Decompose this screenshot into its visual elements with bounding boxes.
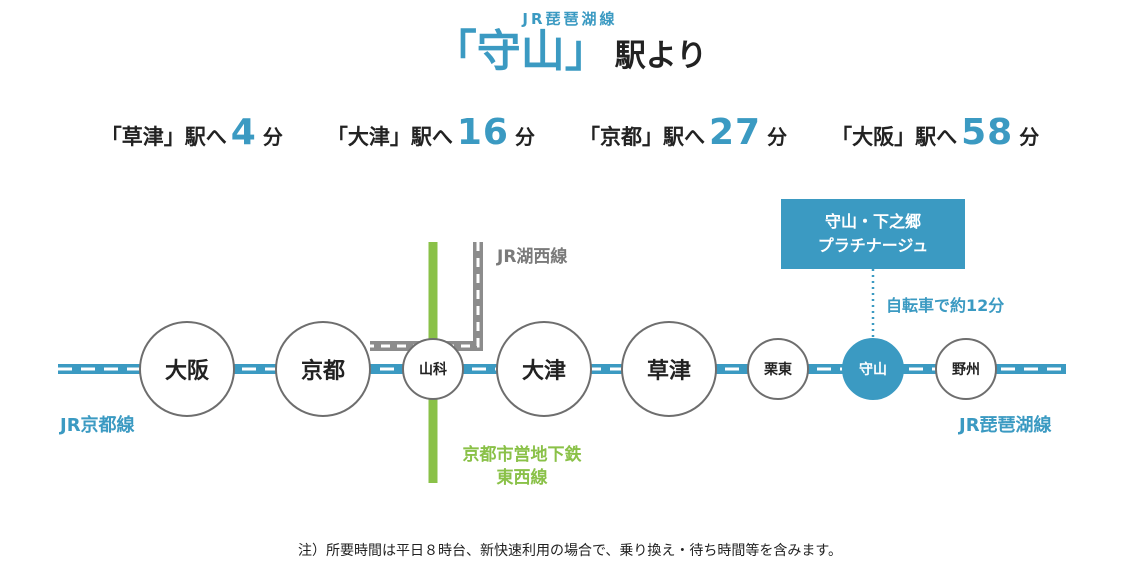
property-box: 守山・下之郷 プラチナージュ: [781, 199, 965, 269]
travel-time-minutes: 16: [456, 112, 509, 153]
property-name-line1: 守山・下之郷: [824, 212, 921, 231]
station-ritto: [747, 338, 809, 400]
travel-times: 「草津」駅へ 4 分 「大津」駅へ 16 分 「京都」駅へ 27 分 「大阪」駅…: [0, 112, 1140, 153]
station-kyoto: [275, 321, 371, 417]
station-label-yamashina: 山科: [419, 362, 447, 378]
station-yamashina: [402, 338, 464, 400]
page-title: 「守山」駅より: [0, 30, 1140, 74]
station-label-kyoto: 京都: [300, 359, 346, 384]
station-label-osaka: 大阪: [164, 359, 210, 384]
station-osaka: [139, 321, 235, 417]
travel-time-otsu: 「大津」駅へ 16 分: [327, 112, 535, 153]
line-label-kosei: JR湖西線: [497, 247, 568, 267]
line-label-biwako: JR琵琶湖線: [959, 415, 1052, 436]
station-label-otsu: 大津: [521, 359, 567, 384]
title-station: 守山: [476, 26, 565, 77]
bike-access-label: 自転車で約12分: [886, 296, 1005, 315]
station-moriyama: [842, 338, 904, 400]
subway-label-line1: 京都市営地下鉄: [462, 445, 582, 465]
title-suffix: 駅より: [614, 38, 708, 74]
kosei-line: [370, 242, 483, 351]
station-otsu: [496, 321, 592, 417]
travel-time-unit: 分: [767, 125, 788, 149]
travel-time-minutes: 58: [961, 112, 1014, 153]
footnote: 注）所要時間は平日８時台、新快速利用の場合で、乗り換え・待ち時間等を含みます。: [297, 543, 843, 559]
title-bracket-close: 」: [564, 26, 609, 77]
station-label-yasu: 野州: [952, 362, 980, 378]
header-line-label: JR琵琶湖線: [522, 10, 618, 28]
travel-time-destination: 「草津」駅へ: [100, 125, 227, 149]
travel-time-osaka: 「大阪」駅へ 58 分: [831, 112, 1039, 153]
station-kusatsu: [621, 321, 717, 417]
station-label-kusatsu: 草津: [646, 359, 692, 384]
travel-time-unit: 分: [514, 125, 535, 149]
travel-time-unit: 分: [262, 125, 283, 149]
title-bracket-open: 「: [432, 26, 477, 77]
station-yasu: [935, 338, 997, 400]
travel-time-kusatsu: 「草津」駅へ 4 分: [101, 112, 283, 153]
travel-time-destination: 「大津」駅へ: [326, 125, 453, 149]
station-label-moriyama: 守山: [859, 362, 887, 378]
subway-label-line2: 東西線: [496, 468, 548, 488]
travel-time-kyoto: 「京都」駅へ 27 分: [579, 112, 787, 153]
travel-time-destination: 「京都」駅へ: [578, 125, 705, 149]
line-label-subway: 京都市営地下鉄 東西線: [449, 444, 595, 490]
travel-time-minutes: 4: [230, 112, 257, 153]
station-label-ritto: 栗東: [764, 362, 792, 378]
travel-time-unit: 分: [1019, 125, 1040, 149]
line-label-kyoto: JR京都線: [60, 415, 135, 436]
travel-time-destination: 「大阪」駅へ: [831, 125, 958, 149]
property-name-line2: プラチナージュ: [817, 236, 929, 255]
travel-time-minutes: 27: [708, 112, 762, 153]
